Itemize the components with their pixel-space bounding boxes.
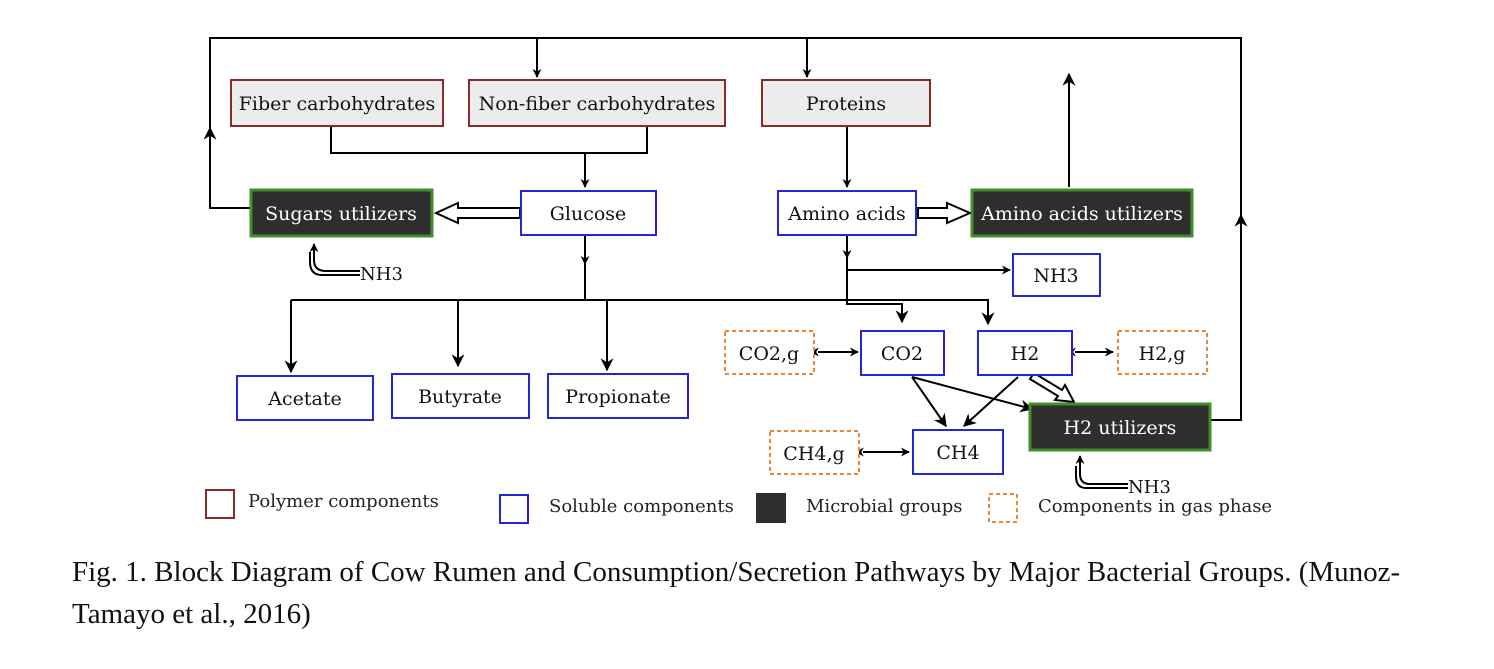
h2-to-utilizers-hollow-arrow [1028, 371, 1076, 404]
h2-label: H2 [1011, 343, 1040, 365]
nh3-hook-h2-inner [1075, 466, 1128, 489]
co2-to-h2-utilizers-arrow [911, 376, 1034, 413]
nh3-hook-sugars-inner [309, 252, 360, 276]
hollow-arrows [433, 201, 1076, 404]
ch4-label: CH4 [936, 442, 979, 464]
legend-gas-swatch [988, 493, 1018, 523]
nh3-sugars-label: NH3 [360, 264, 403, 285]
node-amino-acids: Amino acids [777, 190, 917, 236]
node-amino-acids-utilizers: Amino acids utilizers [970, 188, 1194, 238]
legend: Polymer components Soluble components Mi… [205, 489, 1272, 524]
node-h2: H2 [977, 330, 1073, 376]
nh3-label: NH3 [1033, 265, 1078, 287]
nonfiber-label: Non-fiber carbohydrates [479, 93, 716, 115]
node-h2-gas: H2,g [1117, 330, 1208, 375]
ch4-gas-label: CH4,g [783, 443, 844, 465]
h2-to-ch4-arrow [963, 376, 1019, 427]
co2-gas-label: CO2,g [739, 343, 799, 365]
glucose-to-sugars-hollow-arrow [433, 201, 521, 225]
node-sugars-utilizers: Sugars utilizers [249, 188, 434, 238]
h2-utilizers-label: H2 utilizers [1064, 417, 1177, 439]
rumen-block-diagram: Fiber carbohydrates Non-fiber carbohydra… [203, 37, 1272, 524]
nh3-hook-sugars [309, 243, 360, 272]
legend-polymer-label: Polymer components [248, 491, 439, 512]
node-acetate: Acetate [236, 375, 374, 421]
glucose-label: Glucose [550, 203, 627, 225]
loop-top-line [209, 37, 1242, 421]
proteins-label: Proteins [806, 93, 886, 115]
node-glucose: Glucose [520, 190, 657, 236]
co2-label: CO2 [881, 343, 923, 365]
node-ch4: CH4 [912, 429, 1004, 475]
node-propionate: Propionate [547, 373, 689, 419]
legend-microbial-label: Microbial groups [806, 496, 963, 517]
legend-soluble-swatch [499, 494, 529, 524]
connectors [203, 37, 1248, 489]
legend-polymer-swatch [205, 489, 235, 519]
node-co2-gas: CO2,g [724, 330, 815, 375]
node-co2: CO2 [860, 330, 945, 376]
node-non-fiber-carbohydrates: Non-fiber carbohydrates [468, 79, 726, 127]
fiber-label: Fiber carbohydrates [239, 93, 436, 115]
legend-microbial-swatch [756, 493, 786, 523]
co2-to-ch4-arrow [911, 376, 947, 428]
butyrate-label: Butyrate [418, 386, 502, 408]
node-proteins: Proteins [761, 79, 931, 127]
aa-to-utilizers-hollow-arrow [917, 201, 973, 225]
nh3-hook-h2 [1075, 455, 1128, 485]
amino-acids-label: Amino acids [787, 203, 906, 225]
node-fiber-carbohydrates: Fiber carbohydrates [230, 79, 444, 127]
sugars-utilizers-label: Sugars utilizers [265, 203, 417, 225]
node-h2-utilizers: H2 utilizers [1028, 402, 1212, 452]
aa-to-h2-line [847, 299, 995, 326]
propionate-label: Propionate [565, 386, 670, 408]
acetate-label: Acetate [267, 388, 341, 410]
aa-utilizers-label: Amino acids utilizers [980, 203, 1183, 225]
node-ch4-gas: CH4,g [769, 430, 860, 475]
node-butyrate: Butyrate [391, 373, 530, 419]
legend-soluble-label: Soluble components [549, 496, 734, 517]
nh3-h2-label: NH3 [1128, 477, 1171, 498]
figure-caption: Fig. 1. Block Diagram of Cow Rumen and C… [72, 556, 1401, 630]
carbs-merge-line [330, 126, 648, 154]
aa-to-co2-line [846, 300, 909, 324]
legend-gas-label: Components in gas phase [1038, 496, 1272, 517]
node-nh3: NH3 [1012, 253, 1101, 297]
h2-gas-label: H2,g [1139, 343, 1186, 365]
